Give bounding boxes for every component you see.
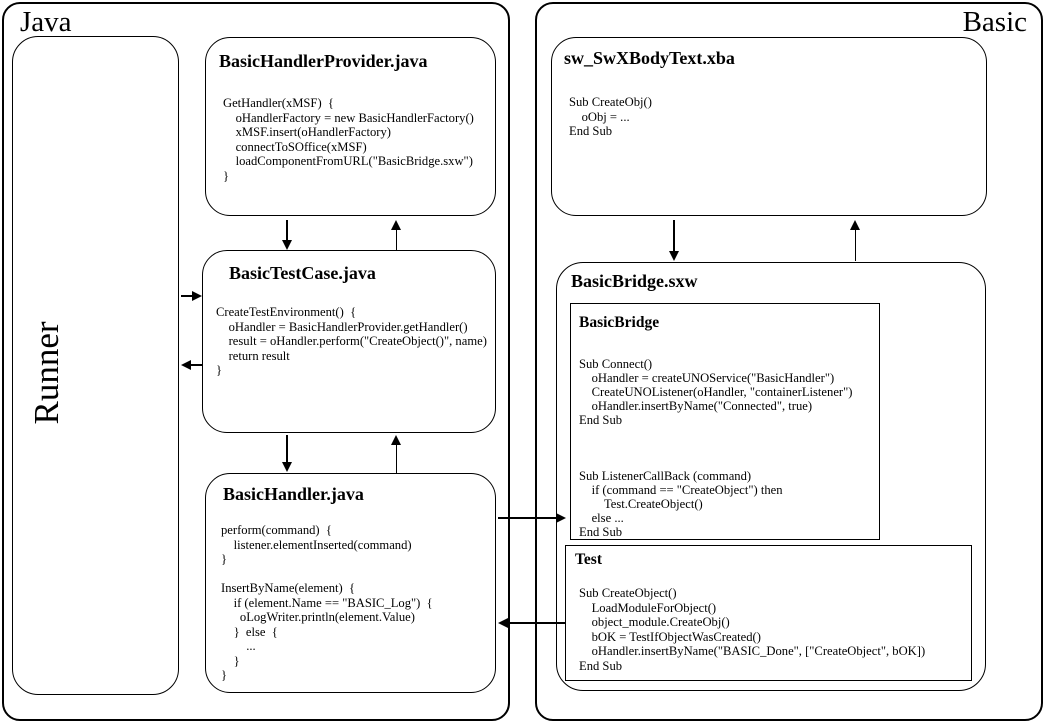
basic-bridge-module-title: BasicBridge	[579, 314, 660, 331]
basic-region-label: Basic	[962, 6, 1027, 38]
basic-handler-provider-code: GetHandler(xMSF) { oHandlerFactory = new…	[223, 96, 474, 183]
basic-handler-provider-box: BasicHandlerProvider.java GetHandler(xMS…	[205, 37, 496, 216]
basic-bridge-sxw-title: BasicBridge.sxw	[571, 271, 698, 291]
sw-swxbodytext-box: sw_SwXBodyText.xba Sub CreateObj() oObj …	[551, 37, 987, 216]
basic-bridge-module-code: Sub Connect() oHandler = createUNOServic…	[579, 357, 853, 539]
basic-bridge-module-box: BasicBridge Sub Connect() oHandler = cre…	[570, 303, 880, 540]
test-module-box: Test Sub CreateObject() LoadModuleForObj…	[565, 545, 972, 681]
runner-label: Runner	[27, 321, 66, 425]
basic-handler-provider-title: BasicHandlerProvider.java	[219, 51, 428, 71]
sw-swxbodytext-code: Sub CreateObj() oObj = ... End Sub	[569, 95, 652, 138]
runner-box: Runner	[12, 36, 179, 695]
java-region-label: Java	[20, 6, 72, 38]
basic-test-case-title: BasicTestCase.java	[229, 263, 376, 283]
sw-swxbodytext-title: sw_SwXBodyText.xba	[564, 48, 735, 68]
basic-handler-code: perform(command) { listener.elementInser…	[221, 523, 433, 682]
test-module-title: Test	[575, 551, 602, 568]
basic-test-case-code: CreateTestEnvironment() { oHandler = Bas…	[216, 305, 487, 377]
basic-handler-title: BasicHandler.java	[223, 484, 364, 504]
basic-test-case-box: BasicTestCase.java CreateTestEnvironment…	[202, 250, 496, 433]
basic-handler-box: BasicHandler.java perform(command) { lis…	[205, 473, 496, 693]
test-module-code: Sub CreateObject() LoadModuleForObject()…	[579, 586, 926, 673]
